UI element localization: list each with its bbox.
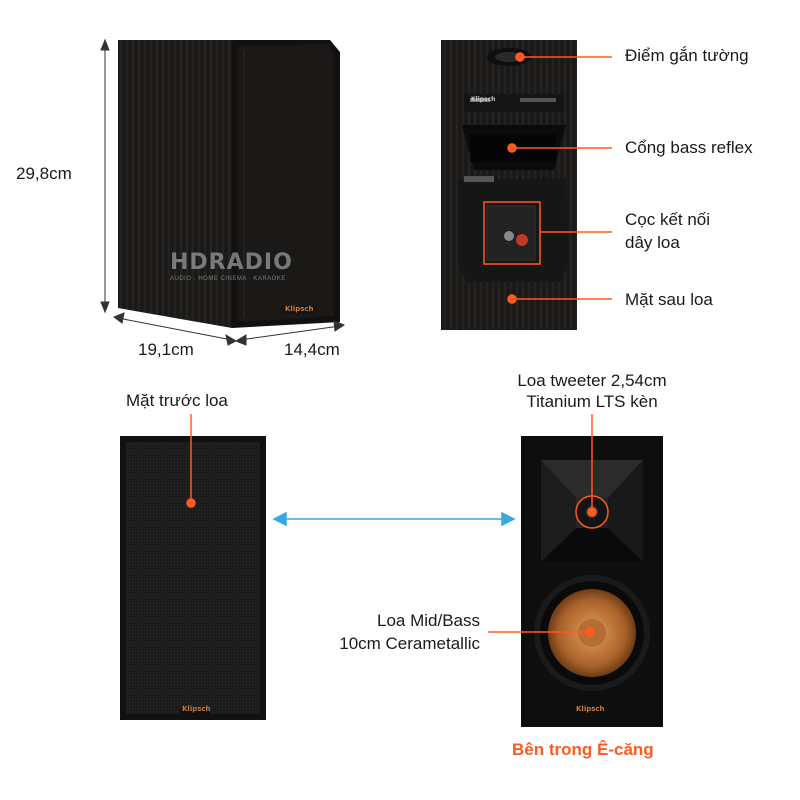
- speaker-front-grille-view: [120, 436, 266, 720]
- label-woofer-line1: Loa Mid/Bass: [377, 611, 480, 630]
- label-woofer-line2: 10cm Cerametallic: [339, 634, 480, 653]
- klipsch-logo-grille: Klipsch: [182, 705, 211, 713]
- callout-dot-rear-panel: [507, 294, 517, 304]
- label-bass-port: Cổng bass reflex: [625, 138, 753, 157]
- rear-callouts: [507, 52, 612, 304]
- dimension-depth: 14,4cm: [284, 340, 340, 359]
- klipsch-logo-drivers: Klipsch: [576, 705, 605, 713]
- label-tweeter-line2: Titanium LTS kèn: [526, 392, 658, 411]
- front-callout: [186, 414, 196, 508]
- dimension-height: 29,8cm: [16, 164, 72, 183]
- dimension-lines: [100, 38, 346, 346]
- callout-dot-bass-port: [507, 143, 517, 153]
- callout-dot-wall-mount: [515, 52, 525, 62]
- label-terminal-line2: dây loa: [625, 233, 680, 252]
- label-front-grille: Mặt trước loa: [126, 391, 228, 410]
- klipsch-logo-rear: Klipsch: [471, 96, 496, 103]
- compare-arrow: [272, 511, 516, 527]
- label-tweeter-line1: Loa tweeter 2,54cm: [517, 371, 667, 390]
- label-terminal-line1: Cọc kết nối: [625, 210, 711, 229]
- driver-callouts: [488, 414, 597, 637]
- watermark-tagline: AUDIO · HOME CINEMA · KARAOKE: [170, 276, 286, 282]
- dimension-width: 19,1cm: [138, 340, 194, 359]
- klipsch-logo-three-quarter: Klipsch: [285, 305, 314, 313]
- speaker-front-driver-view: [521, 436, 663, 727]
- speaker-rear-view: [441, 40, 577, 330]
- speaker-three-quarter-view: [118, 40, 340, 328]
- watermark-logo: HDRADIO: [170, 250, 293, 275]
- label-rear-panel: Mặt sau loa: [625, 290, 713, 309]
- label-wall-mount: Điểm gắn tường: [625, 46, 749, 65]
- inside-title: Bên trong Ê-căng: [512, 740, 654, 759]
